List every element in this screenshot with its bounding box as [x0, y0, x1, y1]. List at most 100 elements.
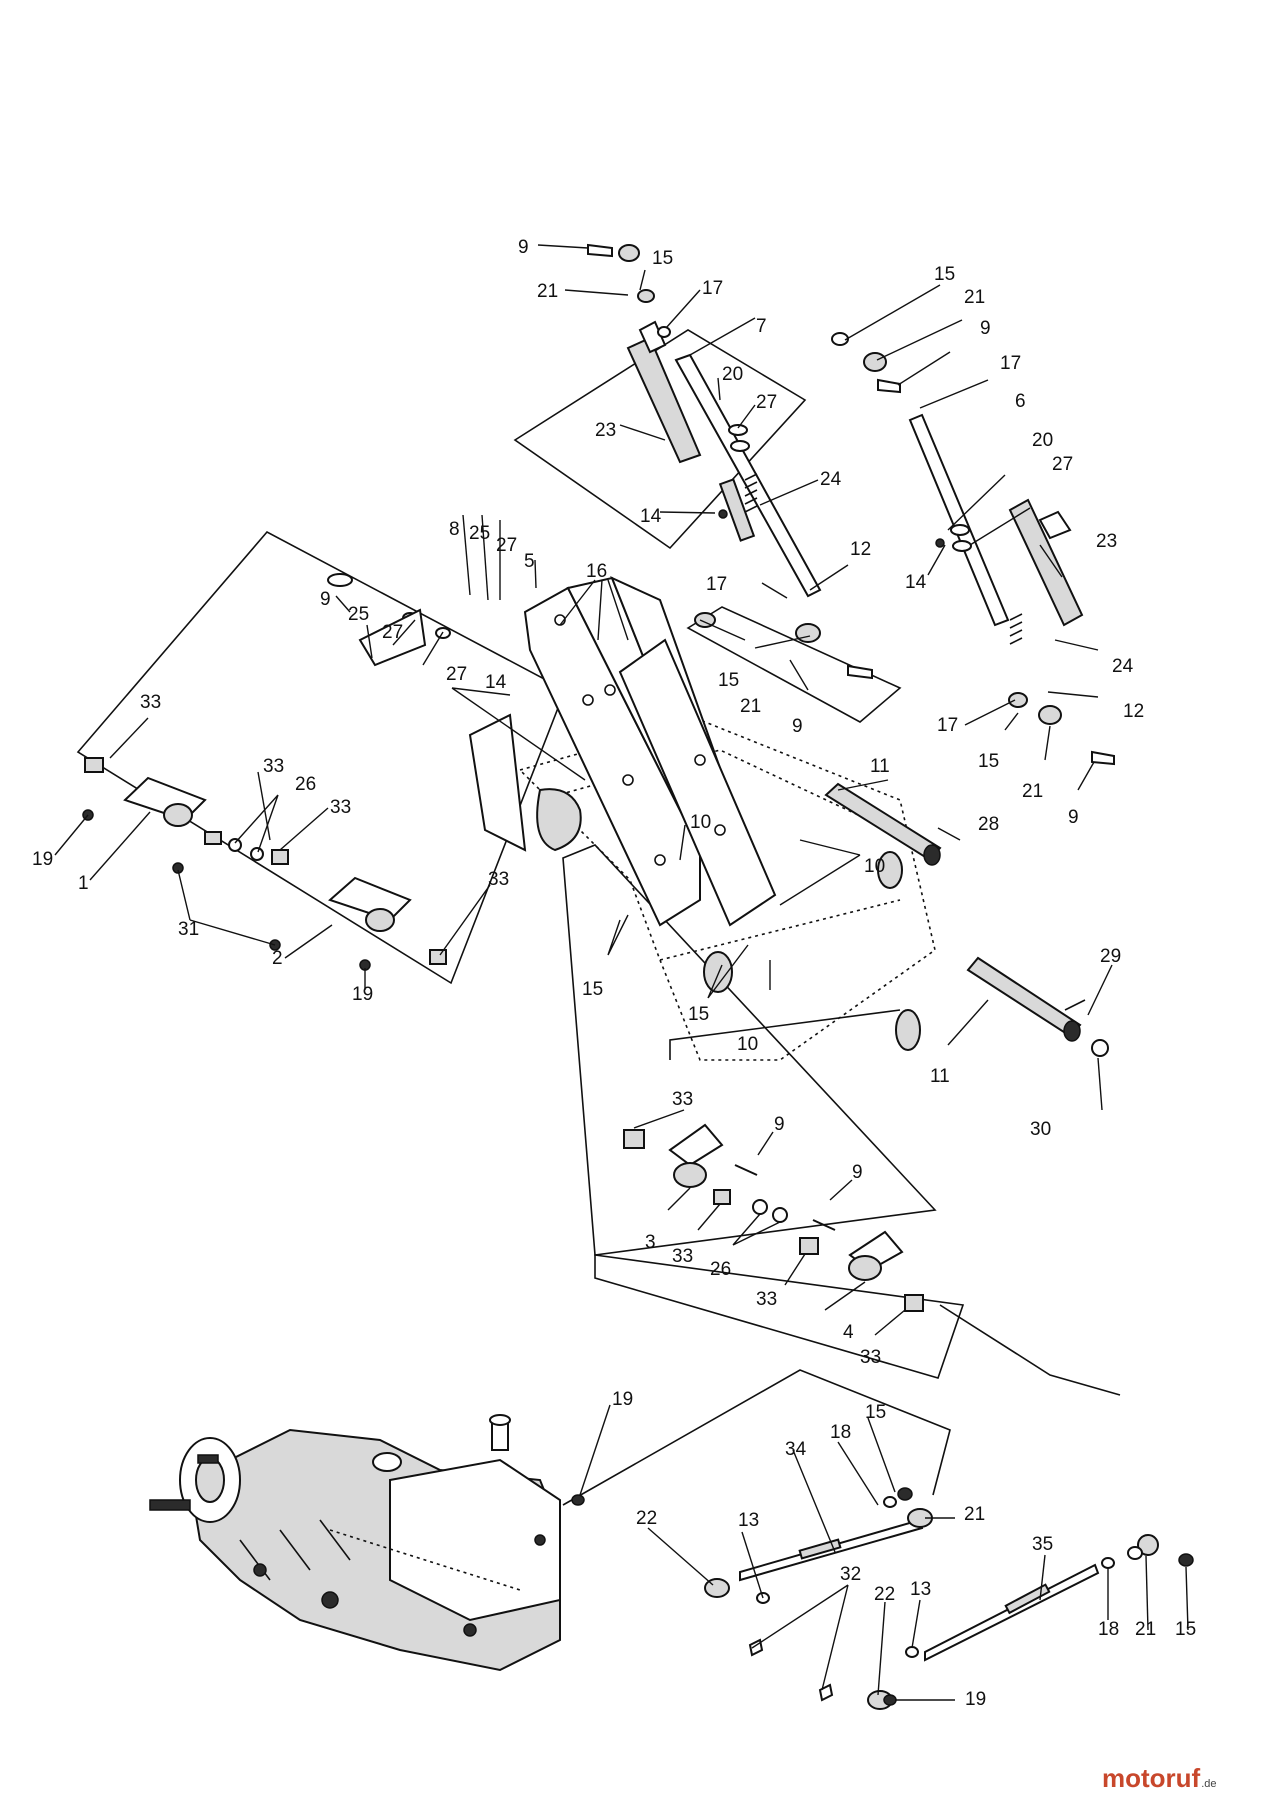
- callout: 19: [32, 849, 53, 870]
- callout: 18: [1098, 1619, 1119, 1640]
- callout: 27: [1052, 454, 1073, 475]
- callout: 3: [645, 1232, 656, 1253]
- callout: 13: [910, 1579, 931, 1600]
- callout: 9: [320, 589, 331, 610]
- levers-middle: [623, 1123, 924, 1312]
- callout: 33: [672, 1089, 693, 1110]
- callout: 14: [640, 506, 662, 527]
- callout: 15: [934, 264, 955, 285]
- callout: 14: [485, 672, 507, 693]
- callout: 10: [737, 1034, 758, 1055]
- callout: 13: [738, 1510, 759, 1531]
- frame-bushing-left: [536, 788, 582, 852]
- callout: 22: [874, 1584, 895, 1605]
- leader-lines: [54, 244, 1189, 1701]
- callout: 9: [774, 1114, 785, 1135]
- callout: 10: [864, 856, 885, 877]
- callout: 33: [330, 797, 351, 818]
- callout: 15: [1175, 1619, 1196, 1640]
- callout: 9: [518, 237, 529, 258]
- callout: 12: [1123, 701, 1144, 722]
- callout: 6: [1015, 391, 1026, 412]
- callout: 24: [820, 469, 842, 490]
- callout: 33: [140, 692, 161, 713]
- callout: 31: [178, 919, 199, 940]
- callout: 25: [348, 604, 369, 625]
- callout: 15: [652, 248, 673, 269]
- main-frame: [518, 719, 936, 1061]
- callout: 17: [702, 278, 723, 299]
- callout: 14: [905, 572, 927, 593]
- callout: 27: [496, 535, 517, 556]
- callout: 30: [1030, 1119, 1051, 1140]
- callout: 11: [870, 756, 890, 777]
- callout: 19: [965, 1689, 986, 1710]
- callout: 19: [612, 1389, 633, 1410]
- callout: 5: [524, 551, 535, 572]
- callout: 25: [469, 523, 490, 544]
- callout: 20: [1032, 430, 1053, 451]
- cross-shafts: [824, 782, 1109, 1057]
- callout: 10: [690, 812, 711, 833]
- callout: 21: [964, 1504, 985, 1525]
- callout: 9: [1068, 807, 1079, 828]
- callout: 4: [843, 1322, 854, 1343]
- callout-labels: 9 15 21 17 7 20 27 23 24 14 12 17 21 9 1…: [32, 237, 1196, 1710]
- callout: 23: [1096, 531, 1117, 552]
- callout: 27: [756, 392, 777, 413]
- callout: 33: [488, 869, 509, 890]
- callout: 33: [756, 1289, 777, 1310]
- callout: 21: [1135, 1619, 1156, 1640]
- callout: 1: [78, 873, 89, 894]
- callout: 12: [850, 539, 871, 560]
- callout: 17: [937, 715, 958, 736]
- callout: 18: [830, 1422, 851, 1443]
- callout: 11: [930, 1066, 950, 1087]
- rods: [571, 1487, 1194, 1710]
- callout: 27: [446, 664, 467, 685]
- callout: 34: [785, 1439, 807, 1460]
- lift-arm-left: [587, 243, 873, 680]
- levers-upper-left: [82, 573, 527, 971]
- callout: 28: [978, 814, 999, 835]
- callout: 15: [978, 751, 999, 772]
- callout: 29: [1100, 946, 1121, 967]
- callout: 15: [718, 670, 739, 691]
- group-outlines: [76, 329, 1121, 1506]
- callout: 32: [840, 1564, 861, 1585]
- callout: 33: [860, 1347, 881, 1368]
- callout: 15: [582, 979, 603, 1000]
- center-channel: [523, 576, 777, 927]
- callout: 24: [1112, 656, 1134, 677]
- callout: 9: [852, 1162, 863, 1183]
- callout: 21: [964, 287, 985, 308]
- transmission: [149, 1414, 561, 1672]
- svg-text:motoruf.de: motoruf.de: [1102, 1763, 1217, 1793]
- callout: 21: [740, 696, 761, 717]
- callout: 2: [272, 948, 283, 969]
- callout: 33: [263, 756, 284, 777]
- watermark-logo: motoruf.de: [1102, 1763, 1217, 1793]
- callout: 16: [586, 561, 607, 582]
- callout: 9: [980, 318, 991, 339]
- callout: 21: [1022, 781, 1043, 802]
- lift-arm-right: [831, 332, 1115, 766]
- callout: 35: [1032, 1534, 1053, 1555]
- callout: 8: [449, 519, 460, 540]
- callout: 7: [756, 316, 767, 337]
- callout: 27: [382, 622, 403, 643]
- callout: 9: [792, 716, 803, 737]
- callout: 15: [865, 1402, 886, 1423]
- callout: 17: [706, 574, 727, 595]
- callout: 23: [595, 420, 616, 441]
- callout: 22: [636, 1508, 657, 1529]
- callout: 21: [537, 281, 558, 302]
- callout: 26: [710, 1259, 731, 1280]
- callout: 33: [672, 1246, 693, 1267]
- callout: 15: [688, 1004, 709, 1025]
- callout: 20: [722, 364, 743, 385]
- callout: 26: [295, 774, 316, 795]
- callout: 19: [352, 984, 373, 1005]
- callout: 17: [1000, 353, 1021, 374]
